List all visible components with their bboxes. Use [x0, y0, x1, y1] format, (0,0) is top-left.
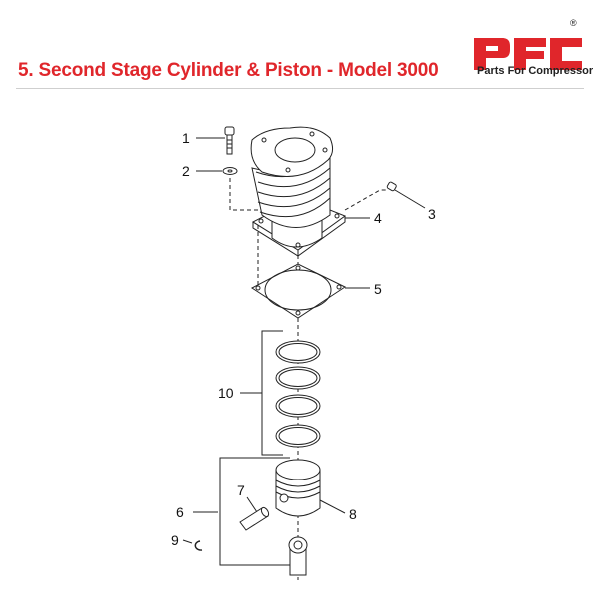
callout-10: 10 [218, 385, 234, 401]
washer [222, 167, 238, 175]
pfc-logo [474, 38, 582, 70]
retaining-clip [194, 540, 203, 551]
registered-mark: ® [570, 18, 577, 28]
cylinder [250, 126, 347, 257]
logo-tagline: Parts For Compressor [477, 65, 594, 77]
piston-bracket [219, 457, 298, 566]
plug [386, 181, 397, 192]
page-title: 5. Second Stage Cylinder & Piston - Mode… [18, 60, 439, 81]
bolt [224, 126, 235, 155]
callout-3: 3 [428, 206, 436, 222]
leader-lines [182, 137, 426, 544]
connecting-rod [288, 536, 308, 576]
callout-6: 6 [176, 504, 184, 520]
callout-2: 2 [182, 163, 190, 179]
callout-8: 8 [349, 506, 357, 522]
callout-9: 9 [171, 532, 179, 548]
title-divider [16, 88, 584, 89]
gasket [251, 263, 347, 319]
piston-rings [275, 340, 321, 448]
rings-bracket [261, 330, 283, 456]
callout-4: 4 [374, 210, 382, 226]
callout-7: 7 [237, 482, 245, 498]
callout-5: 5 [374, 281, 382, 297]
callout-1: 1 [182, 130, 190, 146]
wrist-pin [239, 506, 270, 531]
piston [275, 459, 321, 517]
